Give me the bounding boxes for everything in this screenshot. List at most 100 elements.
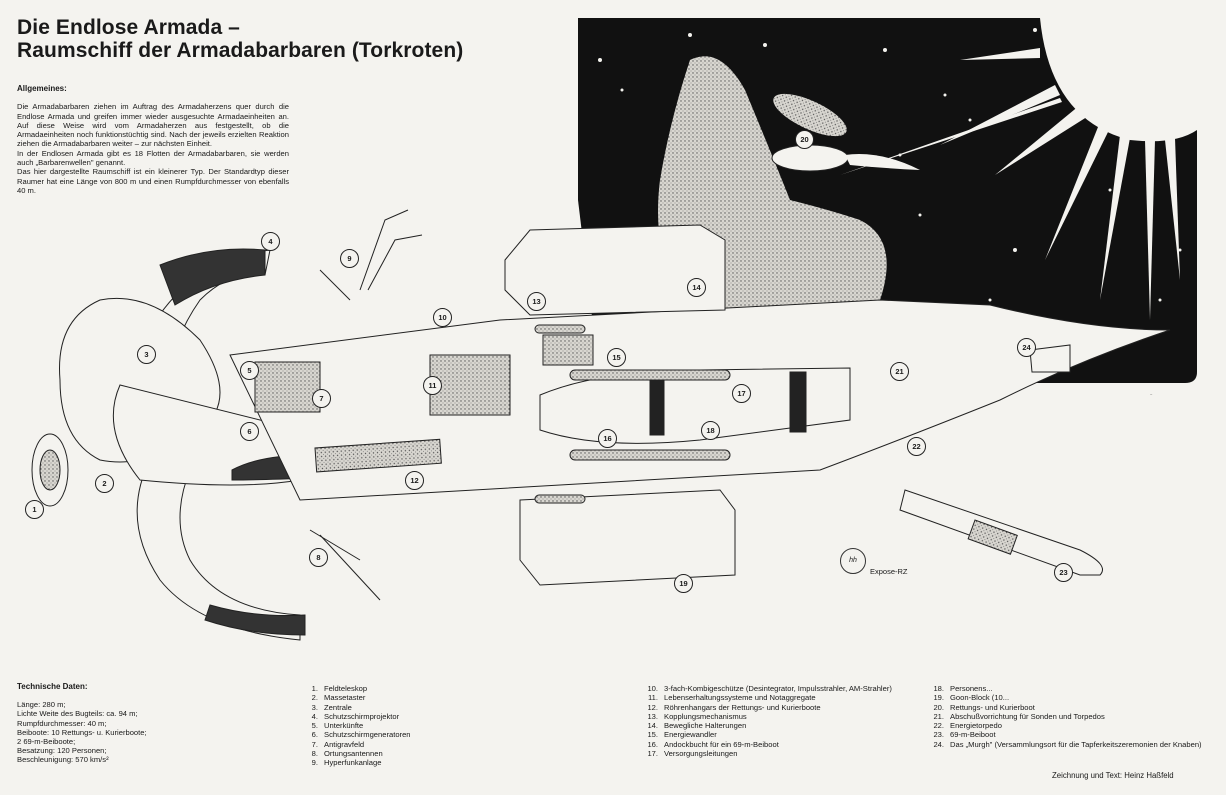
callout-10: 10 [433,308,452,327]
artist-signature: hh Expose-RZ [840,548,908,576]
legend-text: Lebenserhaltungssysteme und Notaggregate [664,693,816,703]
intro-paragraph: In der Endlosen Armada gibt es 18 Flotte… [17,148,289,168]
intro-paragraph: Das hier dargestellte Raumschiff ist ein… [17,167,289,195]
callout-15: 15 [607,348,626,367]
callout-9: 9 [340,249,359,268]
legend-number: 8. [311,749,318,759]
callout-8: 8 [309,548,328,567]
title-line-1: Die Endlose Armada – [17,16,240,39]
legend-item: 5. Unterkünfte [302,721,502,730]
callout-18: 18 [701,421,720,440]
murgh-24 [1029,344,1071,373]
legend-text: Ortungsantennen [324,749,383,759]
callout-1: 1 [25,500,44,519]
legend-text: Bewegliche Halterungen [664,721,747,731]
technical-data-line: Länge: 280 m; [17,700,66,710]
legend-item: 3. Zentrale [302,703,502,712]
callout-19: 19 [674,574,693,593]
legend-text: Unterkünfte [324,721,364,731]
legend-text: Schutzschirmprojektor [324,711,400,721]
legend-text: Andockbucht für ein 69-m-Beiboot [664,739,779,749]
legend-number: 5. [311,721,318,731]
legend-text: Personens... [950,684,993,693]
callout-12: 12 [405,471,424,490]
legend-item: 22. Energietorpedo [930,721,1218,730]
space-background [578,18,1197,383]
title-line-2: Raumschiff der Armadabarbaren (Torkroten… [17,39,464,62]
legend-item: 10.3-fach-Kombigeschütze (Desintegrator,… [644,684,916,693]
legend-text: Hyperfunkanlage [324,758,382,768]
signature-label: Expose-RZ [870,567,908,576]
legend-number: 17. [647,749,658,759]
technical-data-heading: Technische Daten: [17,682,88,691]
intro-paragraph: Die Armadabarbaren ziehen im Auftrag des… [17,102,289,149]
legend-number: 24. [933,739,944,749]
callout-7: 7 [312,389,331,408]
callout-17: 17 [732,384,751,403]
legend-column-3: 18.Personens...19.Goon-Block (10...20.Re… [930,684,1218,749]
legend-number: 11. [648,693,658,703]
legend-number: 12. [647,702,658,712]
technical-data: Technische Daten: Länge: 280 m; Lichte W… [17,682,257,765]
callout-13: 13 [527,292,546,311]
ship-hull [229,224,1171,586]
legend-item: 17. Versorgungsleitungen [644,749,916,758]
callout-3: 3 [137,345,156,364]
legend-text: Abschußvorrichtung für Sonden und Torped… [950,711,1105,721]
legend-item: 16.Andockbucht für ein 69-m-Beiboot [644,740,916,749]
legend-number: 23. [933,730,944,740]
legend-item: 1.Feldteleskop [302,684,502,693]
callout-23: 23 [1054,563,1073,582]
legend-item: 13.Kopplungsmechanismus [644,712,916,721]
callout-5: 5 [240,361,259,380]
legend-number: 19. [933,693,944,703]
callout-4: 4 [261,232,280,251]
legend-column-2: 10.3-fach-Kombigeschütze (Desintegrator,… [644,684,916,758]
callout-24: 24 [1017,338,1036,357]
technical-data-line: Besatzung: 120 Personen; [17,746,107,756]
legend-text: Zentrale [324,702,352,712]
legend-item: 7.Antigravfeld [302,740,502,749]
beiboot-23 [899,489,1103,576]
legend-text: Versorgungsleitungen [664,749,738,759]
legend-item: 2.Massetaster [302,693,502,702]
callout-11: 11 [423,376,442,395]
technical-data-line: Rumpfdurchmesser: 40 m; [17,718,107,728]
legend-number: 22. [933,721,944,731]
legend-text: Energiewandler [664,730,717,740]
legend-number: 20. [933,702,944,712]
monogram: hh [840,548,866,574]
legend-number: 3. [311,702,318,712]
legend-text: Feldteleskop [324,684,368,693]
legend-number: 21. [933,711,944,721]
legend-item: 4. Schutzschirmprojektor [302,712,502,721]
legend-item: 20.Rettungs- und Kurierboot [930,703,1218,712]
callout-22: 22 [907,437,926,456]
legend-item: 6.Schutzschirmgeneratoren [302,730,502,739]
credit-line: Zeichnung und Text: Heinz Haßfeld [1052,771,1174,780]
legend-item: 14.Bewegliche Halterungen [644,721,916,730]
legend-text: Schutzschirmgeneratoren [324,730,411,740]
legend-number: 2. [311,693,318,703]
legend-number: 7. [311,739,318,749]
technical-data-line: 2 69-m-Beiboote; [17,737,76,747]
technical-data-line: Lichte Weite des Bugteils: ca. 94 m; [17,709,138,719]
legend-text: 3-fach-Kombigeschütze (Desintegrator, Im… [664,684,892,693]
legend-item: 8. Ortungsantennen [302,749,502,758]
intro-section: Allgemeines: Die Armadabarbaren ziehen i… [17,84,289,195]
callout-20: 20 [795,130,814,149]
legend-number: 18. [933,684,944,693]
callout-14: 14 [687,278,706,297]
legend-item: 11. Lebenserhaltungssysteme und Notaggreg… [644,693,916,702]
legend-item: 12.Röhrenhangars der Rettungs- und Kurie… [644,703,916,712]
svg-text:~: ~ [1150,392,1153,397]
legend-item: 15. Energiewandler [644,730,916,739]
legend-number: 15. [647,730,658,740]
legend-number: 4. [311,711,318,721]
legend-text: Energietorpedo [950,721,1002,731]
callout-21: 21 [890,362,909,381]
legend-text: 69-m-Beiboot [950,730,996,740]
spaceship-cutaway-illustration: ~ [31,18,1197,641]
callout-6: 6 [240,422,259,441]
